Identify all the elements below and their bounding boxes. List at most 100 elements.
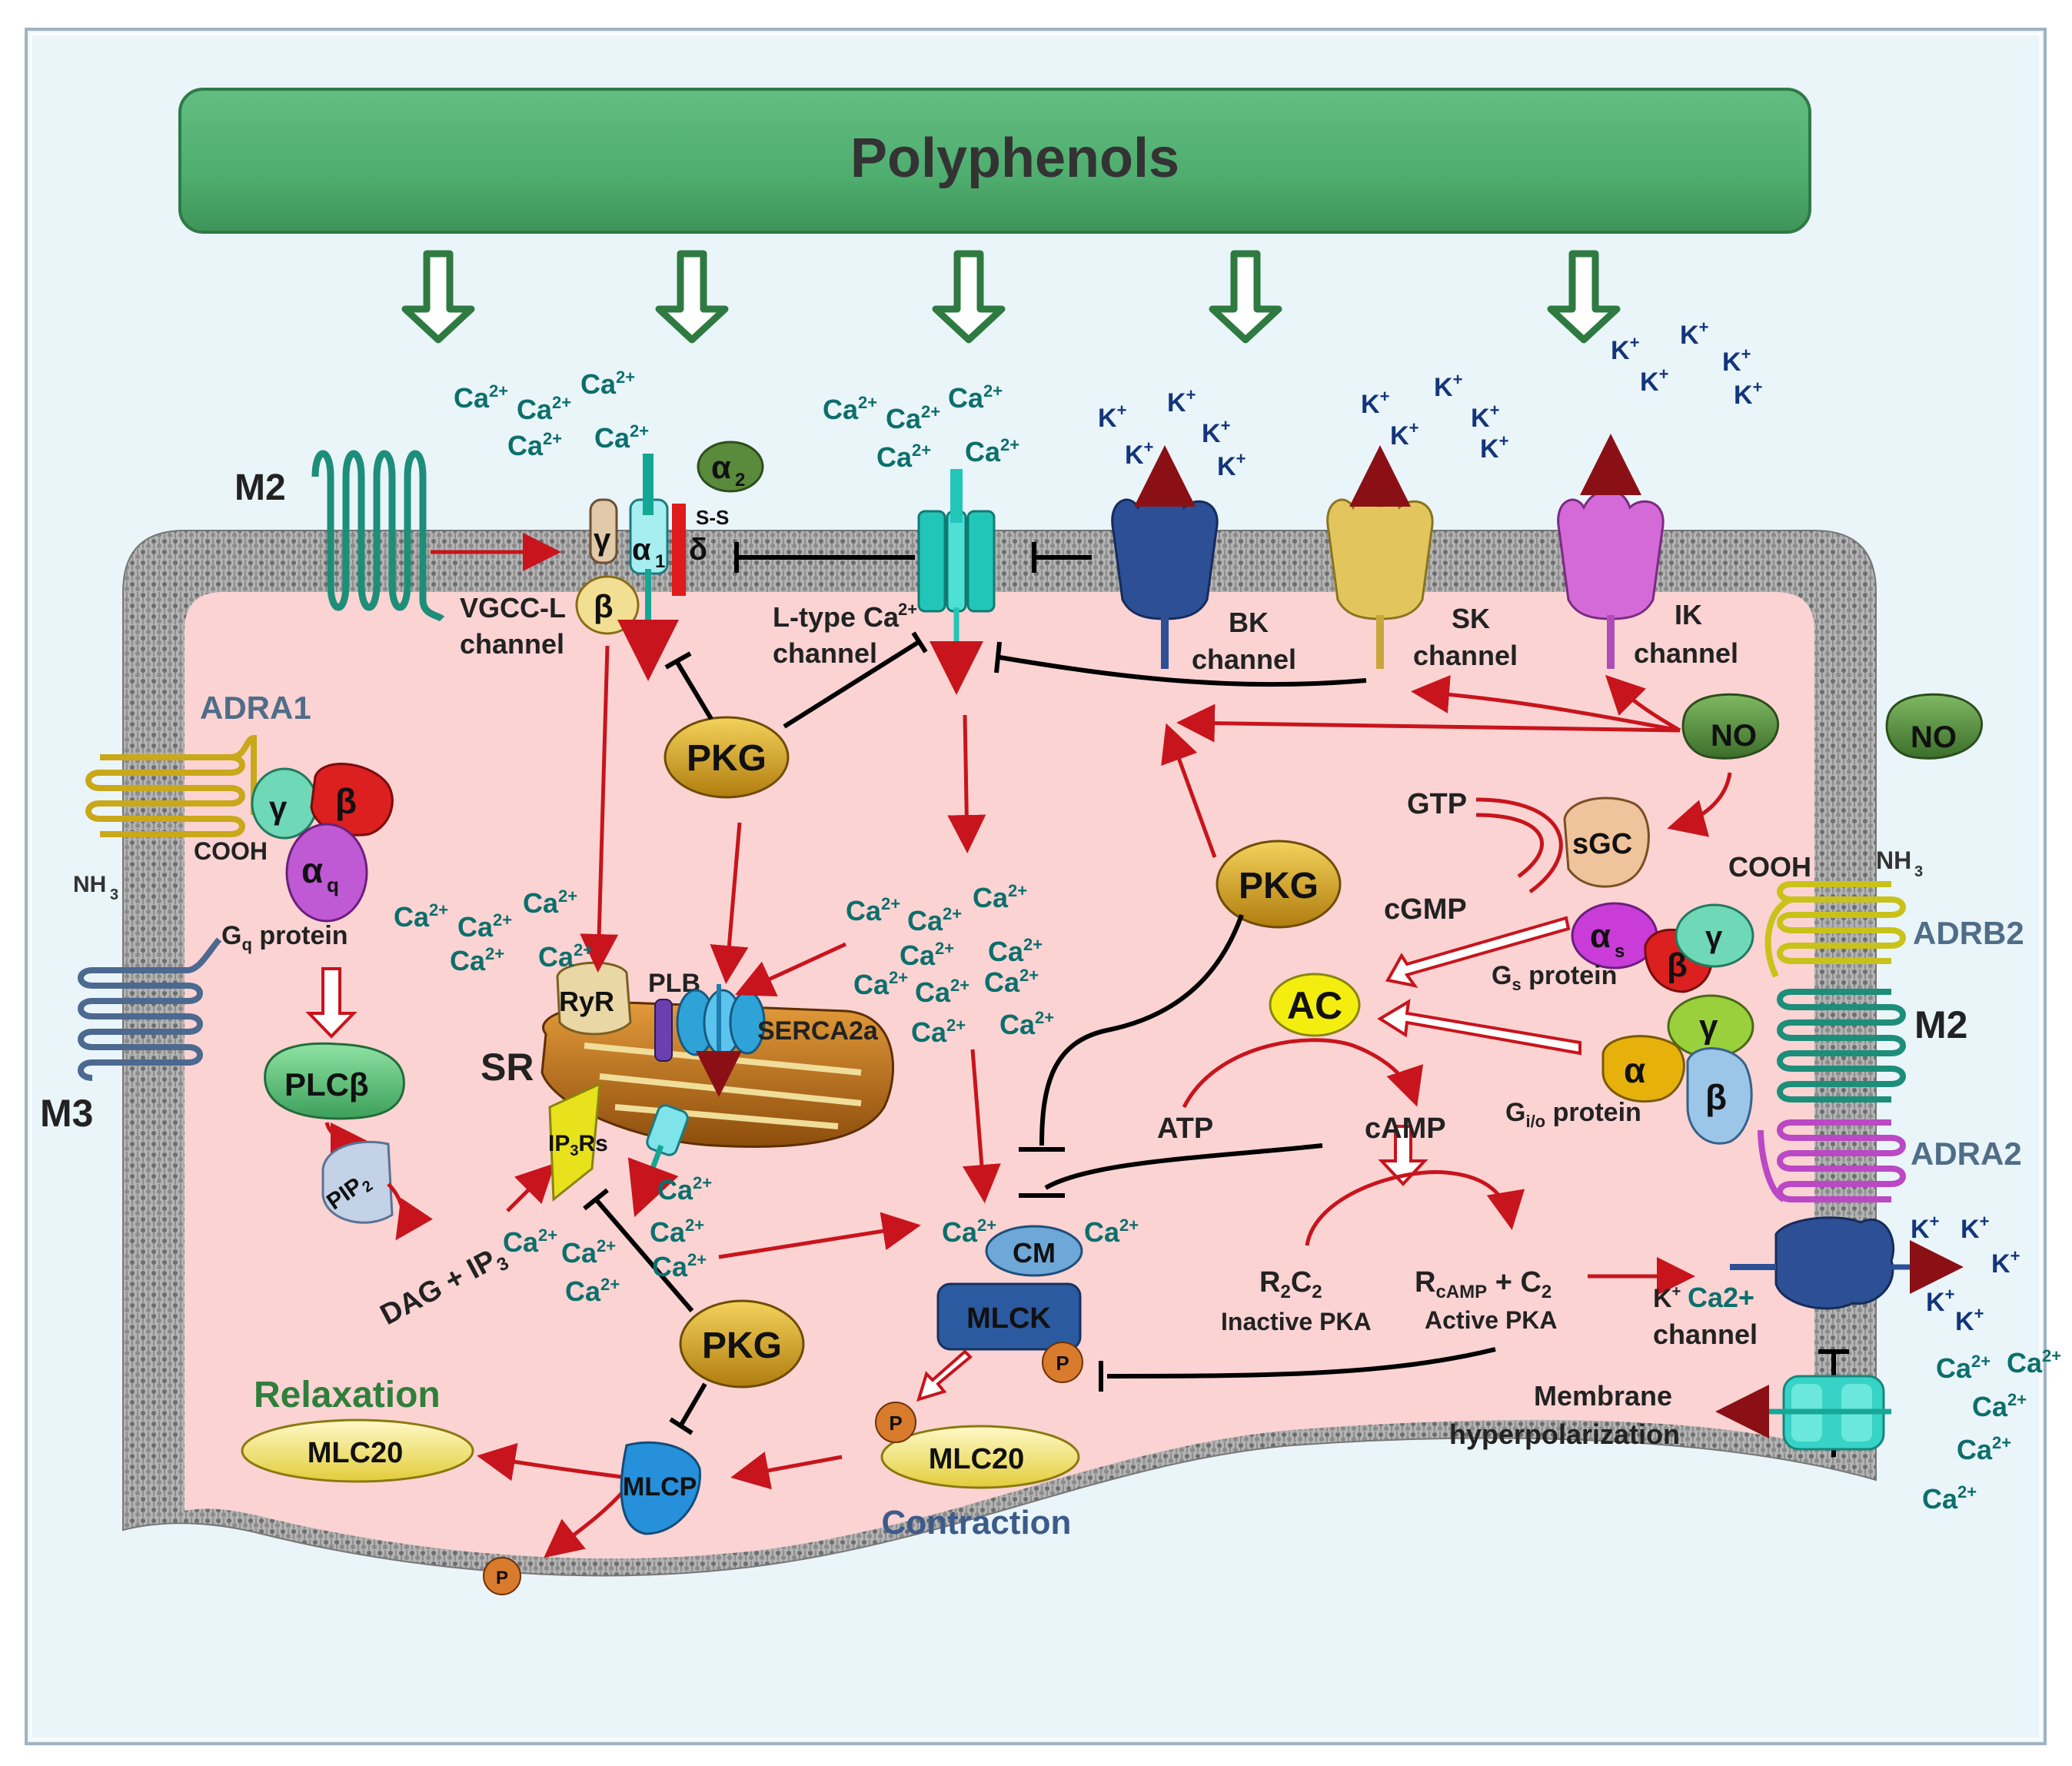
gq-label: Gq protein bbox=[221, 921, 348, 954]
k-channel-right bbox=[1730, 1216, 1964, 1310]
ca-ion-label: Ca2+ bbox=[907, 904, 962, 936]
adrb2-receptor bbox=[1764, 881, 1906, 978]
svg-text:γ: γ bbox=[594, 523, 611, 557]
ca-ion-label: Ca2+ bbox=[650, 1216, 704, 1248]
ca-ion-label: Ca2+ bbox=[1972, 1390, 2027, 1422]
mlcp: MLCP bbox=[620, 1441, 701, 1535]
delta-subunit bbox=[672, 504, 686, 596]
svg-text:γ: γ bbox=[1705, 920, 1723, 954]
k-ion-label: K+ bbox=[1361, 387, 1389, 419]
bk-channel bbox=[1111, 445, 1219, 669]
down-arrow bbox=[932, 250, 1006, 344]
k-ion-label: K+ bbox=[1911, 1212, 1939, 1244]
vgcc-label-2: channel bbox=[460, 628, 564, 660]
r2c2-label: R2C2 bbox=[1259, 1266, 1322, 1302]
ca-ion-label: Ca2+ bbox=[538, 940, 593, 973]
k-channel-label-1: K+ bbox=[1653, 1283, 1681, 1313]
svg-text:α: α bbox=[301, 850, 323, 890]
ca-ion-label: Ca2+ bbox=[965, 435, 1019, 467]
mlck-to-mlc20-arrow bbox=[916, 1349, 973, 1402]
bk-label-2: channel bbox=[1192, 644, 1296, 675]
inactive-pka-label: Inactive PKA bbox=[1221, 1308, 1372, 1335]
k-ion-label: K+ bbox=[1680, 318, 1708, 350]
ca-ion-label: Ca2+ bbox=[846, 894, 900, 926]
ca-ion-label: Ca2+ bbox=[988, 935, 1043, 967]
cgmp-label: cGMP bbox=[1384, 893, 1467, 926]
k-ion-label: K+ bbox=[1926, 1285, 1954, 1317]
svg-text:β: β bbox=[335, 781, 357, 821]
svg-text:3: 3 bbox=[110, 886, 118, 903]
ca-ion-label: Ca2+ bbox=[973, 881, 1027, 913]
rcamp-c2-label: RcAMP + C2 bbox=[1415, 1266, 1552, 1302]
ltype-label-2: channel bbox=[773, 637, 877, 669]
ryr: RyR bbox=[556, 961, 632, 1036]
k-ion-label: K+ bbox=[1991, 1246, 2020, 1279]
pkg-node-top: PKG bbox=[664, 716, 790, 799]
svg-text:MLC20: MLC20 bbox=[929, 1443, 1025, 1475]
svg-text:NO: NO bbox=[1711, 719, 1757, 753]
adra2-label: ADRA2 bbox=[1911, 1136, 2022, 1172]
svg-text:γ: γ bbox=[1699, 1008, 1718, 1046]
svg-text:PKG: PKG bbox=[1239, 866, 1319, 906]
hyperpol-label-1: Membrane bbox=[1534, 1380, 1672, 1412]
mlc20-contraction: MLC20 P bbox=[875, 1402, 1080, 1489]
down-arrow bbox=[655, 250, 729, 344]
ca-ion-label: Ca2+ bbox=[853, 968, 908, 1000]
k-channel-label-2: channel bbox=[1653, 1319, 1758, 1350]
k-ion-label: K+ bbox=[1961, 1212, 1989, 1244]
k-ion-label: K+ bbox=[1480, 431, 1508, 464]
camp-label: cAMP bbox=[1365, 1112, 1446, 1145]
gio-label: Gi/o protein bbox=[1505, 1098, 1641, 1131]
svg-text:NO: NO bbox=[1911, 720, 1957, 754]
svg-text:MLCP: MLCP bbox=[623, 1472, 697, 1502]
gamma-subunit bbox=[589, 498, 618, 564]
m2-label-top: M2 bbox=[234, 467, 286, 508]
svg-text:S-S: S-S bbox=[696, 506, 729, 529]
down-arrow bbox=[1209, 250, 1282, 344]
k-ion-label: K+ bbox=[1125, 437, 1153, 470]
down-arrow bbox=[401, 250, 475, 344]
mlc20-relaxation: MLC20 bbox=[241, 1418, 474, 1483]
ca-ion-label: Ca2+ bbox=[561, 1236, 616, 1269]
svg-text:1: 1 bbox=[655, 551, 665, 572]
k-ion-label: K+ bbox=[1217, 449, 1246, 481]
ca-ion-label: Ca2+ bbox=[984, 966, 1039, 998]
svg-text:q: q bbox=[327, 873, 339, 896]
no-node-inner: NO bbox=[1681, 693, 1780, 760]
ca-ion-label: Ca2+ bbox=[503, 1226, 557, 1258]
sr-label: SR bbox=[481, 1046, 534, 1089]
svg-text:P: P bbox=[496, 1568, 508, 1588]
ca-ion-label: Ca2+ bbox=[652, 1250, 707, 1282]
ca-ion-label: Ca2+ bbox=[507, 429, 562, 461]
plb bbox=[654, 999, 673, 1062]
adra1-label: ADRA1 bbox=[200, 690, 311, 726]
pkg-node-middle: PKG bbox=[1216, 840, 1342, 929]
sk-channel bbox=[1326, 445, 1434, 669]
svg-text:CM: CM bbox=[1013, 1237, 1056, 1269]
mlck: MLCK bbox=[936, 1282, 1082, 1351]
svg-text:RyR: RyR bbox=[559, 986, 614, 1017]
k-ion-label: K+ bbox=[1098, 401, 1126, 433]
serca-label: SERCA2a bbox=[757, 1016, 879, 1046]
gq-protein: γ β α q bbox=[251, 763, 394, 923]
ik-label-1: IK bbox=[1675, 599, 1702, 630]
adra2-receptor bbox=[1758, 1119, 1906, 1202]
m2-receptor-top bbox=[311, 450, 445, 622]
pip2: PIP2 bbox=[321, 1140, 394, 1224]
ca-ion-label: Ca2+ bbox=[517, 393, 571, 425]
svg-text:PKG: PKG bbox=[687, 738, 767, 779]
sk-label-2: channel bbox=[1413, 640, 1518, 671]
ca-ion-label: Ca2+ bbox=[1957, 1433, 2011, 1465]
svg-text:PLCβ: PLCβ bbox=[284, 1066, 369, 1103]
svg-text:β: β bbox=[1705, 1077, 1727, 1117]
svg-text:γ: γ bbox=[269, 790, 288, 826]
ca-ion-label: Ca2+ bbox=[886, 402, 940, 434]
svg-text:MLCK: MLCK bbox=[966, 1302, 1051, 1335]
m3-label: M3 bbox=[40, 1092, 93, 1135]
hyperpol-label-2: hyperpolarization bbox=[1449, 1418, 1680, 1450]
ca-ion-label: Ca2+ bbox=[394, 900, 448, 933]
ik-channel bbox=[1557, 434, 1665, 669]
svg-text:α: α bbox=[1624, 1050, 1645, 1090]
